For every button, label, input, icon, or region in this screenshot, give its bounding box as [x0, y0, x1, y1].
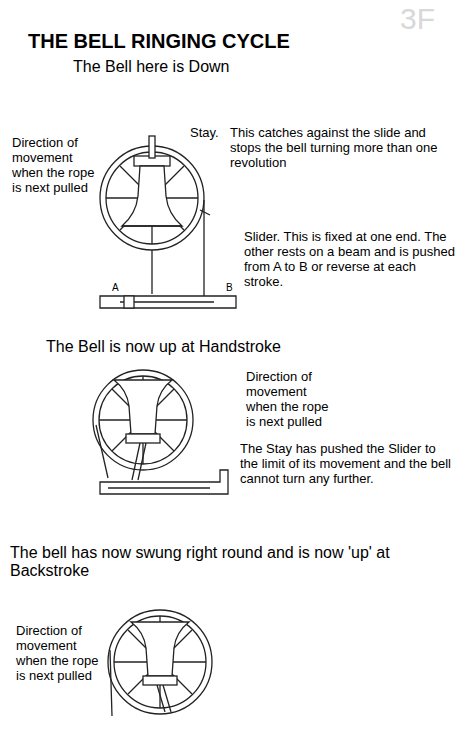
slider-letter: B	[226, 282, 233, 294]
direction-note: Direction of movement when the rope is n…	[246, 370, 336, 430]
slider-2	[100, 470, 228, 494]
stay-note: This catches against the slide and stops…	[230, 126, 458, 171]
slider-letter: A	[112, 282, 119, 294]
bell-wheel-down	[100, 136, 210, 296]
stage-heading: The Bell here is Down	[73, 58, 230, 76]
stage-heading: The bell has now swung right round and i…	[10, 544, 454, 581]
slider-note: Slider. This is fixed at one end. The ot…	[244, 230, 458, 290]
stay-limit-note: The Stay has pushed the Slider to the li…	[240, 442, 456, 487]
bell-wheel-handstroke	[93, 370, 193, 480]
diagram-title: THE BELL RINGING CYCLE	[28, 30, 290, 53]
watermark: 3F	[400, 2, 435, 37]
bell-wheel-backstroke	[108, 610, 212, 716]
part-name: Stay.	[190, 126, 219, 141]
direction-note: Direction of movement when the rope is n…	[12, 136, 98, 196]
slider-1	[100, 250, 236, 308]
direction-note: Direction of movement when the rope is n…	[16, 624, 102, 684]
stage-heading: The Bell is now up at Handstroke	[46, 338, 281, 356]
